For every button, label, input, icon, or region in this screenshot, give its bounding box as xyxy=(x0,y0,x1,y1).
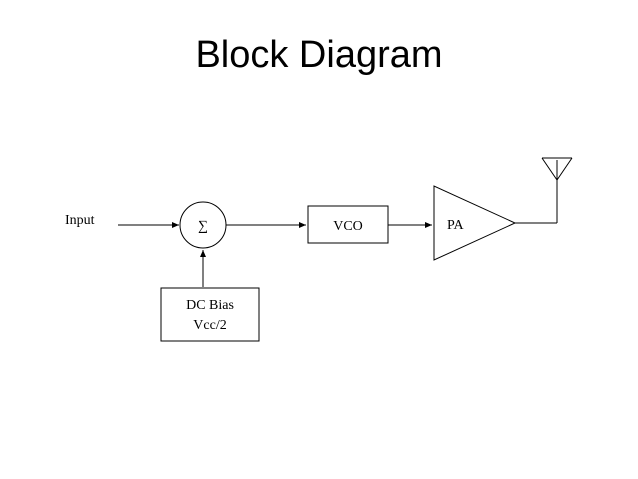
input-label: Input xyxy=(65,213,95,228)
vco-block xyxy=(307,205,389,244)
dc-bias-label-line2: Vcc/2 xyxy=(193,318,226,333)
vco-label: VCO xyxy=(333,219,363,234)
antenna-icon xyxy=(541,157,573,181)
pa-label: PA xyxy=(447,218,465,233)
summer-symbol: ∑ xyxy=(198,219,208,234)
page-title: Block Diagram xyxy=(195,34,443,76)
pa-amplifier xyxy=(433,185,517,261)
dc-bias-block xyxy=(160,287,260,342)
dc-bias-label-line1: DC Bias xyxy=(186,298,234,313)
